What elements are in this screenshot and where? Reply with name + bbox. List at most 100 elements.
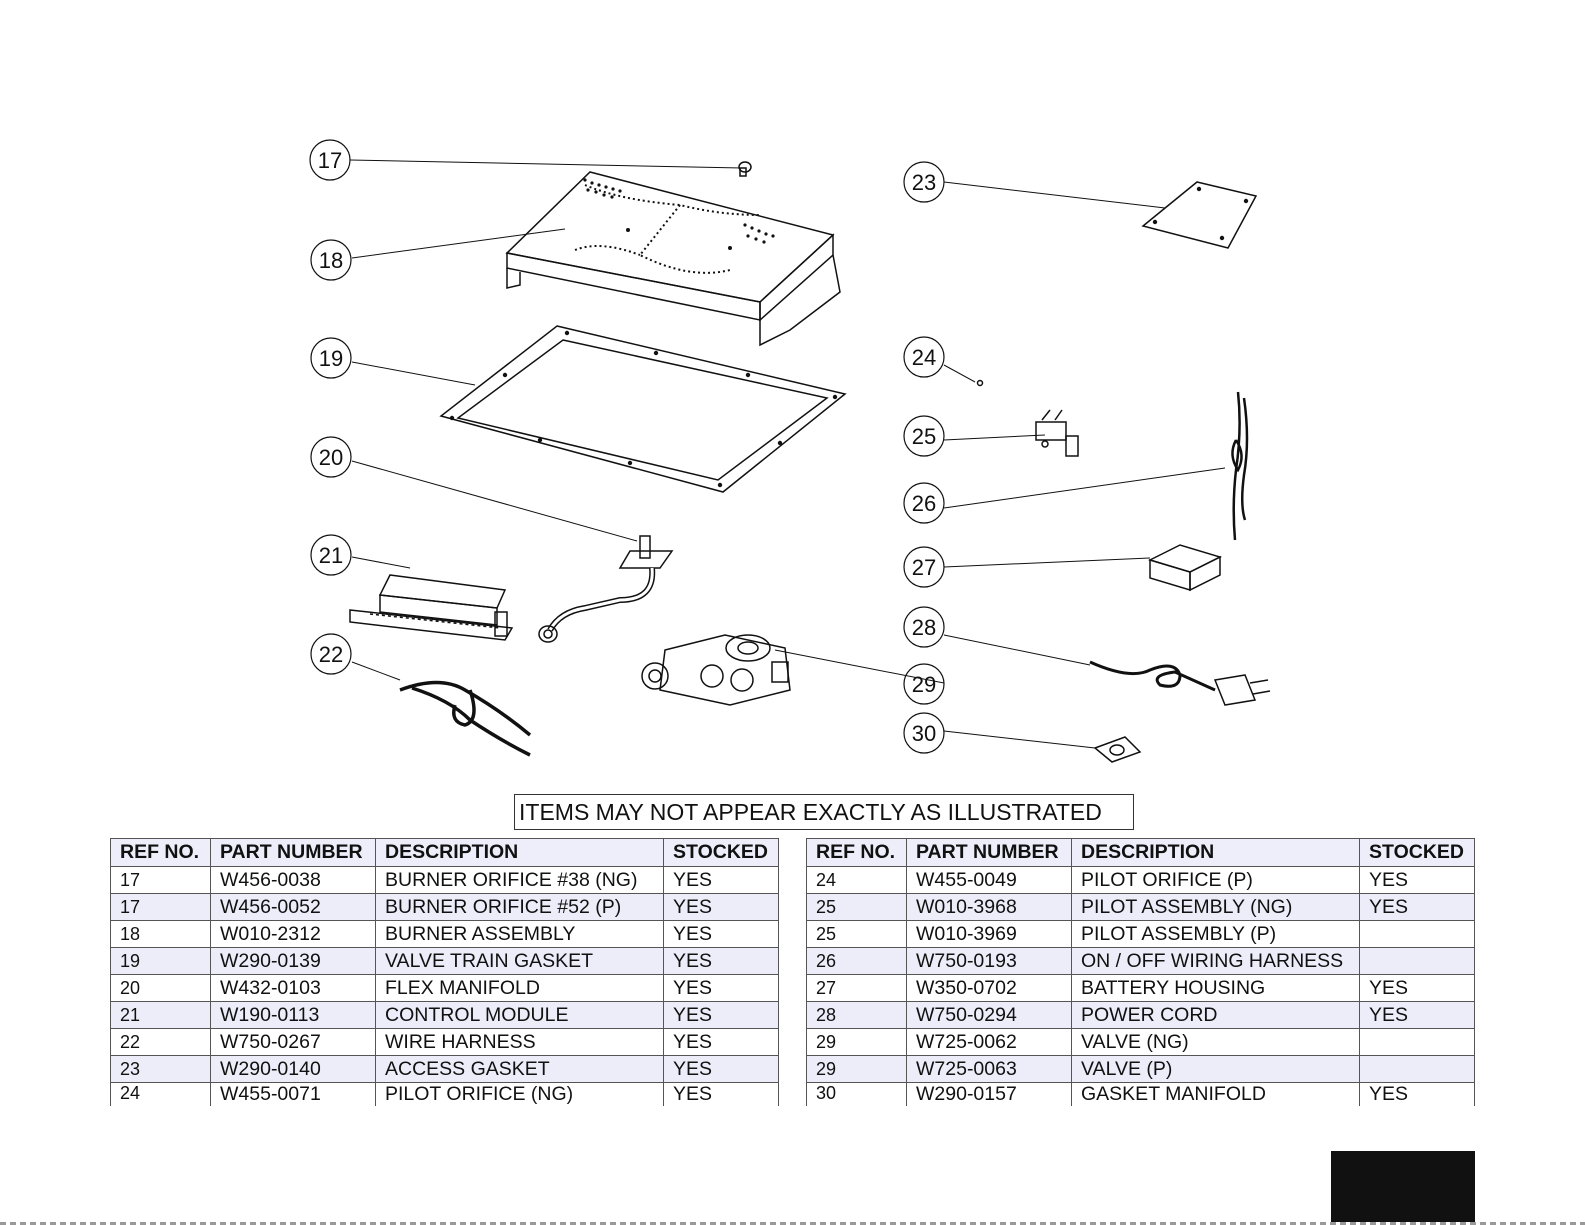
stocked-cell — [1359, 947, 1475, 975]
battery-housing-part — [1147, 544, 1223, 592]
description-cell: VALVE TRAIN GASKET — [375, 947, 664, 975]
ref-cell: 24 — [110, 1082, 211, 1106]
callout-29: 29 — [903, 663, 945, 705]
callout-21: 21 — [310, 534, 352, 576]
power-cord-part — [1089, 660, 1271, 706]
part-number-cell: W290-0140 — [210, 1055, 376, 1083]
callout-label: 18 — [319, 248, 343, 273]
callout-label: 22 — [319, 642, 343, 667]
col-header-stocked: STOCKED — [663, 838, 779, 867]
stocked-cell — [1359, 920, 1475, 948]
stocked-cell: YES — [1359, 866, 1475, 894]
callout-19: 19 — [310, 337, 352, 379]
description-cell: PILOT ASSEMBLY (P) — [1071, 920, 1360, 948]
table-header-row: REF NO. PART NUMBER DESCRIPTION STOCKED — [110, 838, 779, 867]
leader-lines — [349, 159, 1226, 749]
exploded-parts-diagram: 17 18 19 20 21 22 23 24 — [309, 139, 1271, 763]
callout-label: 19 — [319, 346, 343, 371]
part-number-cell: W290-0139 — [210, 947, 376, 975]
callouts: 17 18 19 20 21 22 23 24 — [309, 139, 945, 754]
ref-cell: 25 — [806, 920, 907, 948]
ref-cell: 29 — [806, 1055, 907, 1083]
table-header-row: REF NO. PART NUMBER DESCRIPTION STOCKED — [806, 838, 1475, 867]
ref-cell: 17 — [110, 866, 211, 894]
part-number-cell: W455-0071 — [210, 1082, 376, 1106]
ref-cell: 27 — [806, 974, 907, 1002]
callout-27: 27 — [903, 546, 945, 588]
valve-train-gasket-part — [439, 325, 847, 493]
part-number-cell: W456-0052 — [210, 893, 376, 921]
description-cell: FLEX MANIFOLD — [375, 974, 664, 1002]
description-cell: BURNER ORIFICE #52 (P) — [375, 893, 664, 921]
bottom-rule — [0, 1222, 1585, 1225]
gasket-manifold-part — [1093, 736, 1142, 763]
stocked-cell: YES — [663, 1082, 779, 1106]
part-number-cell: W190-0113 — [210, 1001, 376, 1029]
ref-cell: 19 — [110, 947, 211, 975]
callout-label: 26 — [912, 491, 936, 516]
callout-17: 17 — [309, 139, 351, 181]
part-number-cell: W750-0193 — [906, 947, 1072, 975]
description-cell: PILOT ASSEMBLY (NG) — [1071, 893, 1360, 921]
access-gasket-part — [1141, 181, 1258, 249]
ref-cell: 28 — [806, 1001, 907, 1029]
stocked-cell: YES — [663, 893, 779, 921]
ref-cell: 23 — [110, 1055, 211, 1083]
parts-table-left: REF NO. PART NUMBER DESCRIPTION STOCKED … — [110, 838, 779, 1106]
ref-cell: 21 — [110, 1001, 211, 1029]
stocked-cell: YES — [663, 947, 779, 975]
part-number-cell: W010-3968 — [906, 893, 1072, 921]
col-header-part-number: PART NUMBER — [210, 838, 376, 867]
col-header-description: DESCRIPTION — [375, 838, 664, 867]
callout-label: 20 — [319, 445, 343, 470]
callout-label: 27 — [912, 555, 936, 580]
control-module-part — [349, 574, 514, 641]
callout-label: 21 — [319, 543, 343, 568]
callout-label: 29 — [912, 672, 936, 697]
description-cell: POWER CORD — [1071, 1001, 1360, 1029]
description-cell: ACCESS GASKET — [375, 1055, 664, 1083]
callout-28: 28 — [903, 606, 945, 648]
wire-harness-part — [399, 680, 532, 757]
callout-25: 25 — [903, 415, 945, 457]
part-number-cell: W010-3969 — [906, 920, 1072, 948]
ref-cell: 26 — [806, 947, 907, 975]
col-header-part-number: PART NUMBER — [906, 838, 1072, 867]
wiring-harness-part — [1231, 391, 1249, 541]
callout-label: 30 — [912, 721, 936, 746]
ref-cell: 18 — [110, 920, 211, 948]
page-tab — [1331, 1151, 1475, 1225]
pilot-assembly-part — [1035, 409, 1079, 457]
ref-cell: 30 — [806, 1082, 907, 1106]
stocked-cell: YES — [663, 1028, 779, 1056]
flex-manifold-part — [538, 535, 674, 643]
part-number-cell: W725-0063 — [906, 1055, 1072, 1083]
part-number-cell: W432-0103 — [210, 974, 376, 1002]
callout-label: 28 — [912, 615, 936, 640]
callout-22: 22 — [310, 633, 352, 675]
burner-orifice-part — [738, 161, 752, 177]
stocked-cell: YES — [663, 974, 779, 1002]
part-number-cell: W290-0157 — [906, 1082, 1072, 1106]
description-cell: PILOT ORIFICE (P) — [1071, 866, 1360, 894]
part-number-cell: W010-2312 — [210, 920, 376, 948]
callout-26: 26 — [903, 482, 945, 524]
col-header-stocked: STOCKED — [1359, 838, 1475, 867]
stocked-cell: YES — [663, 1001, 779, 1029]
ref-cell: 25 — [806, 893, 907, 921]
pilot-orifice-part — [976, 379, 984, 387]
description-cell: CONTROL MODULE — [375, 1001, 664, 1029]
stocked-cell: YES — [663, 866, 779, 894]
